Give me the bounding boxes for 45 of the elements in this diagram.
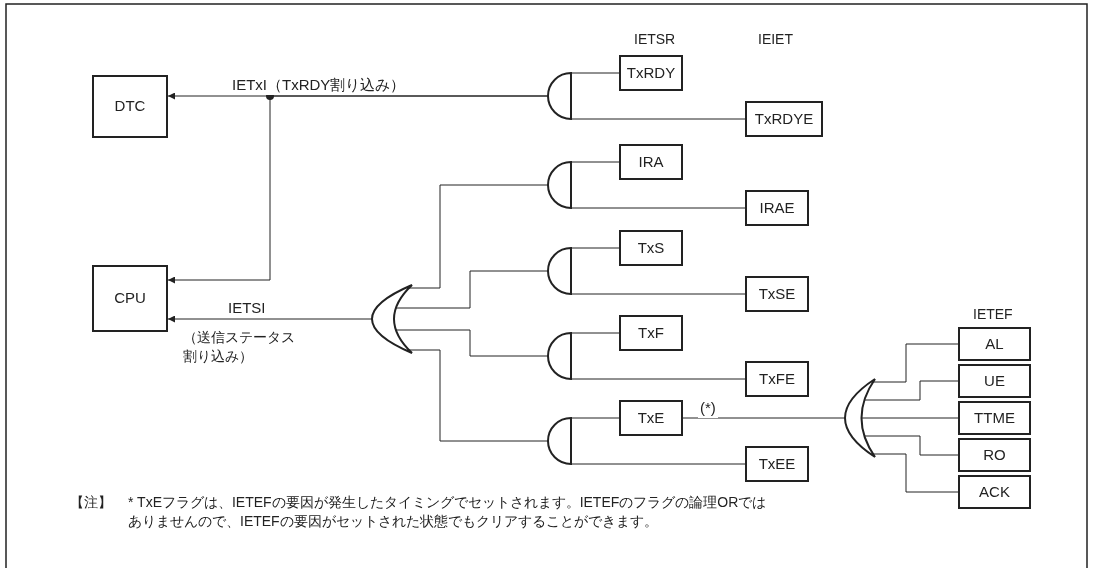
register-box: RO (958, 438, 1031, 472)
register-label: IETEF (973, 305, 1013, 324)
register-box: ACK (958, 475, 1031, 509)
note-text: * TxEフラグは、IETEFの要因が発生したタイミングでセットされます。IETEFのフラグの論理ORではありませんので、IETEFの要因がセットされた状態でもクリアすることができます。 (128, 493, 768, 531)
register-label: IEIET (758, 30, 793, 49)
register-box: TxF (619, 315, 683, 351)
connector-line (395, 329, 549, 357)
register-box: TxSE (745, 276, 809, 312)
signal-label: （送信ステータス割り込み） (183, 328, 296, 366)
connector-line (861, 417, 959, 419)
connector-line (570, 72, 620, 74)
connector-line (872, 343, 959, 383)
connector-line (570, 293, 746, 295)
register-box: TxFE (745, 361, 809, 397)
connector-line (872, 453, 959, 493)
register-box: TxRDY (619, 55, 683, 91)
connector-line (863, 435, 959, 456)
connector-line (408, 349, 549, 442)
connector-line (570, 378, 746, 380)
note-label: 【注】 (70, 493, 112, 512)
register-box: TxEE (745, 446, 809, 482)
register-label: IETSR (634, 30, 676, 49)
connector-line (570, 161, 620, 163)
register-box: IRA (619, 144, 683, 180)
connector-line (570, 207, 746, 209)
register-box: TTME (958, 401, 1031, 435)
register-box: CPU (92, 265, 168, 332)
connector-line (570, 463, 746, 465)
arrow (167, 95, 549, 284)
register-box: TxE (619, 400, 683, 436)
connector-line (570, 332, 620, 334)
connector-line (863, 380, 959, 401)
connector-line (570, 247, 620, 249)
connector-line (682, 417, 846, 419)
register-box: IRAE (745, 190, 809, 226)
register-box: AL (958, 327, 1031, 361)
arrow (167, 315, 373, 323)
connector-line (570, 417, 620, 419)
register-box: DTC (92, 75, 168, 138)
register-box: UE (958, 364, 1031, 398)
connector-line (570, 118, 746, 120)
edge-label: (*) (698, 399, 718, 418)
connector-line (395, 270, 549, 309)
register-box: TxRDYE (745, 101, 823, 137)
register-box: TxS (619, 230, 683, 266)
